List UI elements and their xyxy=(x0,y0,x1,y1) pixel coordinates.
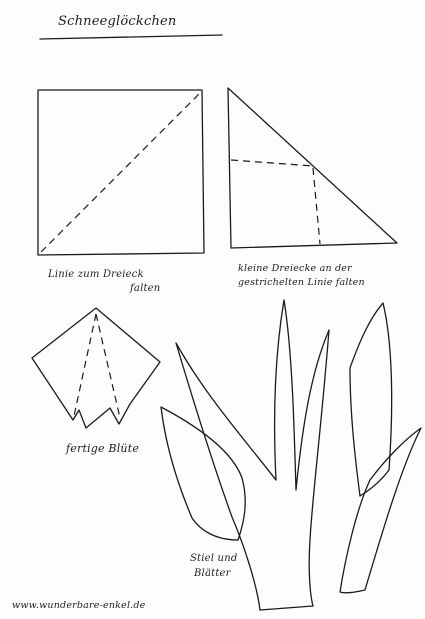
triangle-template xyxy=(228,88,397,248)
small-triangle-label-line1: kleine Dreiecke an der xyxy=(238,263,352,274)
website-footer: www.wunderbare-enkel.de xyxy=(12,600,146,611)
finished-flower-label: fertige Blüte xyxy=(66,442,139,455)
fold-line-label: Linie zum Dreieck falten xyxy=(48,268,188,296)
stem-leaves-label-line1: Stiel und xyxy=(190,553,237,564)
flower-fold-line-left xyxy=(74,314,96,416)
square-template xyxy=(38,90,204,255)
page-title: Schneeglöckchen xyxy=(58,14,177,29)
small-triangle-label-line2: gestrichelten Linie falten xyxy=(238,277,365,288)
diagonal-fold-line xyxy=(41,93,200,252)
vertical-fold-line xyxy=(313,168,320,244)
small-triangle-label: kleine Dreiecke an der gestrichelten Lin… xyxy=(238,262,418,290)
left-leaf-outline xyxy=(161,407,245,540)
triangle-outline xyxy=(228,88,397,248)
stem-leaves-label-line2: Blätter xyxy=(190,566,250,581)
flower-template xyxy=(32,308,160,428)
upper-right-leaf-outline xyxy=(350,303,392,496)
fold-line-label-line1: Linie zum Dreieck xyxy=(48,269,144,280)
title-underline xyxy=(40,35,222,39)
horizontal-fold-line xyxy=(231,160,313,166)
lower-right-leaf-outline xyxy=(340,428,421,593)
flower-outline xyxy=(32,308,160,428)
stem-leaves-label: Stiel und Blätter xyxy=(190,551,250,581)
flower-fold-line-right xyxy=(96,314,120,418)
fold-line-label-line2: falten xyxy=(48,282,188,296)
